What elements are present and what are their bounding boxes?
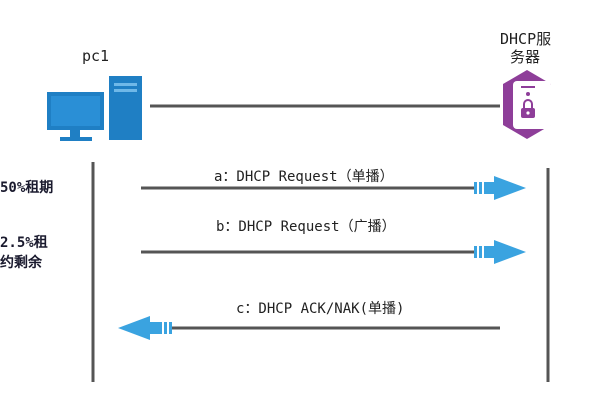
message-b-arrowhead <box>474 240 526 264</box>
server-name-line2: 务器 <box>510 48 541 66</box>
desktop-computer-icon <box>47 76 142 141</box>
message-a-label: a：DHCP Request（单播） <box>214 169 394 185</box>
server-lock-icon <box>503 70 551 139</box>
message-c-arrowhead <box>118 316 172 340</box>
left-note-remaining-line2: 约剩余 <box>0 255 42 271</box>
message-c-label: c：DHCP ACK/NAK(单播) <box>236 301 405 317</box>
left-note-remaining-line1: 2.5%租 <box>0 235 48 251</box>
message-a-arrowhead <box>474 176 526 200</box>
client-name: pc1 <box>82 47 110 65</box>
message-b-label: b：DHCP Request（广播） <box>216 219 396 235</box>
left-note-half-lease: 50%租期 <box>0 180 54 196</box>
server-name-line1: DHCP服 <box>500 30 552 48</box>
